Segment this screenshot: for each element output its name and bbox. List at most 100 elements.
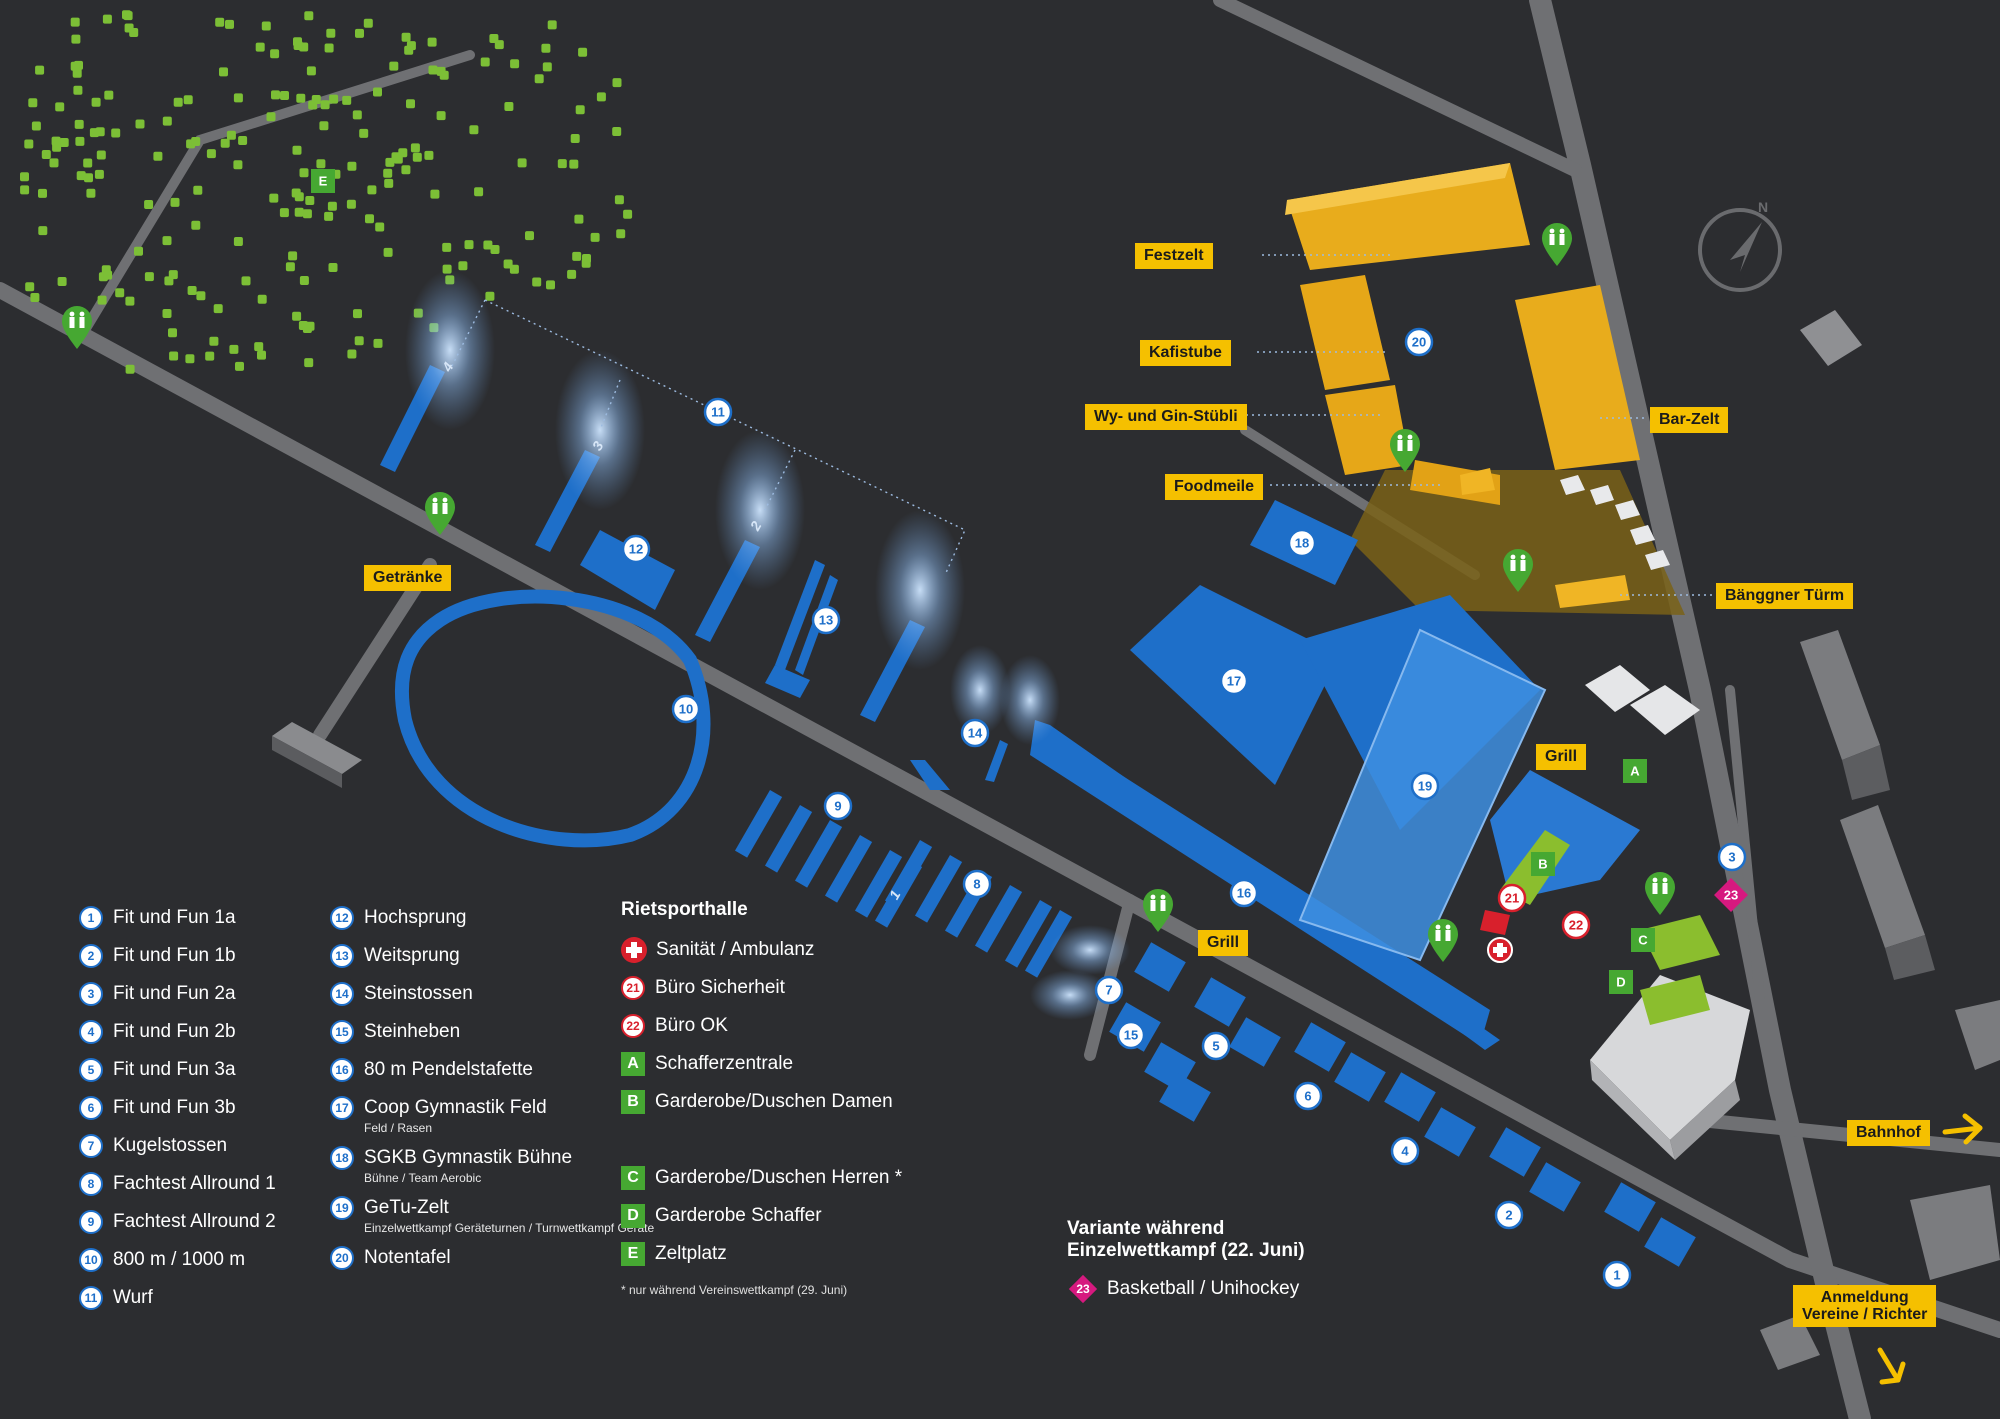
tree-icon <box>373 338 383 348</box>
tree-icon <box>111 128 121 138</box>
fit-fun-field <box>1294 1022 1346 1072</box>
tree-icon <box>96 150 106 160</box>
tree-icon <box>257 350 266 360</box>
tree-icon <box>196 291 206 301</box>
fachtest-field-9 <box>825 834 873 903</box>
tree-icon <box>57 277 67 286</box>
label-baenggner-tuerm: Bänggner Türm <box>1716 583 1854 609</box>
tree-icon <box>532 277 542 287</box>
tree-icon <box>205 351 215 361</box>
fachtest-field-9 <box>735 789 783 858</box>
legend-label: Zeltplatz <box>655 1243 727 1264</box>
tree-icon <box>193 185 203 195</box>
legend-badge: 22 <box>621 1014 645 1038</box>
fit-fun-field <box>1194 977 1246 1027</box>
legend-item: 19 GeTu-Zelt <box>330 1189 654 1227</box>
throwing-zone-lines <box>449 254 1720 596</box>
legend-label: Wurf <box>113 1287 153 1308</box>
legend-label: Fit und Fun 1a <box>113 907 236 928</box>
tree-icon <box>294 207 304 217</box>
legend-badge: 4 <box>79 1020 103 1044</box>
tree-icon <box>89 128 99 138</box>
tree-icon <box>305 321 315 331</box>
variant-heading-line1: Variante während <box>1067 1218 1225 1239</box>
tree-icon <box>73 85 83 95</box>
tree-icon <box>504 102 514 111</box>
fachtest-field-8 <box>975 885 1023 953</box>
tree-icon <box>183 95 193 105</box>
label-bahnhof: Bahnhof <box>1847 1120 1930 1146</box>
tree-icon <box>255 42 265 52</box>
map-marker-text: 23 <box>1724 888 1738 903</box>
tree-icon <box>168 328 177 338</box>
tree-icon <box>28 98 38 108</box>
map-marker-text: 14 <box>968 726 983 741</box>
tree-icon <box>94 169 104 179</box>
buildings <box>272 310 2000 1370</box>
map-marker-m2: 2 <box>1494 1200 1524 1230</box>
tree-icon <box>547 20 557 30</box>
legend-badge: E <box>621 1242 645 1266</box>
map-marker-m16: 16 <box>1229 878 1259 908</box>
tree-icon <box>430 189 440 199</box>
fit-fun-field <box>1334 1052 1386 1102</box>
legend-badge: 9 <box>79 1210 103 1234</box>
tree-icon <box>494 40 504 50</box>
tree-icon <box>135 119 145 129</box>
tree-icon <box>458 261 468 271</box>
toilet-pin-icon <box>425 492 455 535</box>
fachtest-field-9 <box>795 820 843 888</box>
tree-icon <box>125 364 135 374</box>
tree-icon <box>363 18 373 28</box>
toilet-pin-icon <box>1390 429 1420 472</box>
tree-icon <box>367 185 377 195</box>
tree-icon <box>70 61 80 71</box>
arrow-right-icon <box>1942 1113 1983 1145</box>
label-anmeldung: Anmeldung Vereine / Richter <box>1793 1285 1937 1327</box>
label-wy-gin-stuebli: Wy- und Gin-Stübli <box>1085 404 1247 430</box>
tree-icon <box>329 94 339 104</box>
tree-icon <box>572 251 582 261</box>
tree-icon <box>596 92 606 102</box>
tree-icon <box>279 208 289 218</box>
tree-icon <box>436 111 446 121</box>
tree-icon <box>288 251 298 261</box>
label-grill-top: Grill <box>1536 744 1587 770</box>
map-marker-m14: 14 <box>960 718 990 748</box>
tree-icon <box>187 286 197 295</box>
map-marker-text: 1 <box>1613 1268 1620 1283</box>
fachtest-field-8 <box>915 854 963 923</box>
legend-label: Hochsprung <box>364 907 467 928</box>
tree-icon <box>503 259 513 269</box>
tree-icon <box>91 97 101 107</box>
tree-icon <box>306 66 316 76</box>
legend-badge: 15 <box>330 1020 354 1044</box>
legend-badge: 19 <box>330 1196 354 1220</box>
legend-label: GeTu-Zelt <box>364 1197 449 1218</box>
map-marker-m3: 3 <box>1717 842 1747 872</box>
tree-icon <box>293 41 303 50</box>
toilet-pin-icon <box>62 306 92 349</box>
legend-label: Fachtest Allround 1 <box>113 1173 276 1194</box>
tree-icon <box>292 145 302 155</box>
tree-icon <box>469 125 479 135</box>
legend-label: Garderobe/Duschen Herren * <box>655 1167 903 1188</box>
tree-icon <box>162 236 172 246</box>
tree-icon <box>304 11 314 21</box>
fachtest-field-8 <box>1005 900 1053 968</box>
tree-icon <box>567 269 577 279</box>
tree-icon <box>575 105 585 115</box>
tree-icon <box>168 270 178 280</box>
legend-badge: 8 <box>79 1172 103 1196</box>
compass-north-icon: N <box>1698 199 1782 292</box>
tree-icon <box>162 309 172 318</box>
legend-badge: 14 <box>330 982 354 1006</box>
